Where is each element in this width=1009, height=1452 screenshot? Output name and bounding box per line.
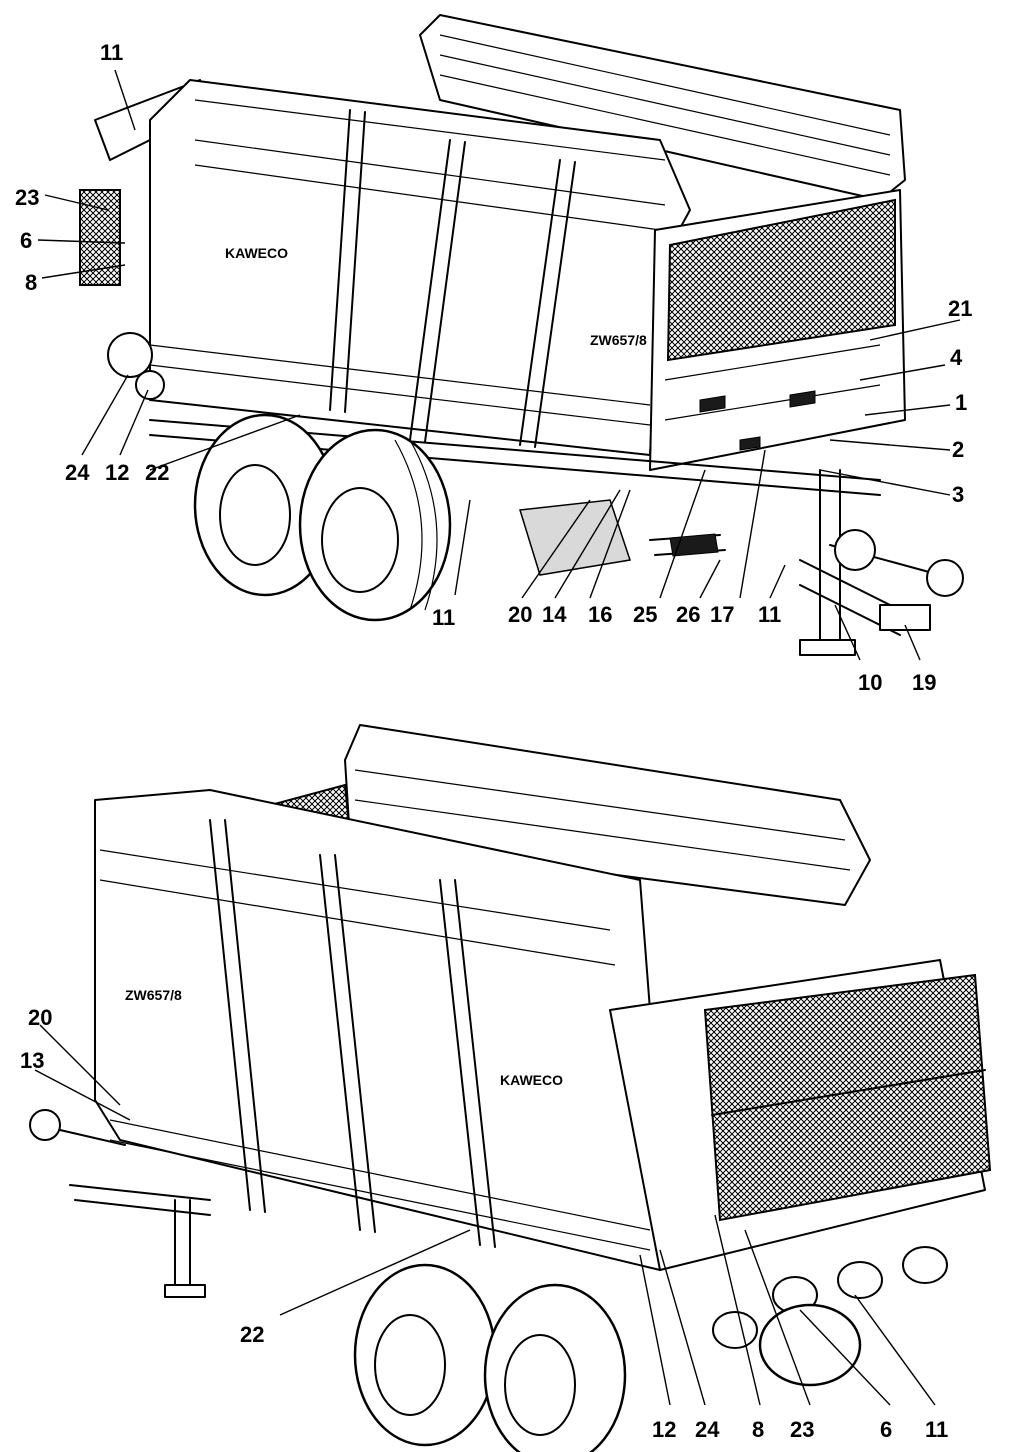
top-callout-labels: 11 23 6 8 24 12 22 11 20 14 16 25 26 17 … [15, 40, 972, 695]
top-callout-1: 1 [955, 390, 967, 415]
bottom-roller-1 [712, 1311, 758, 1349]
bottom-callout-24: 24 [695, 1417, 720, 1442]
bottom-callout-8: 8 [752, 1417, 764, 1442]
top-callout-24: 24 [65, 460, 90, 485]
top-brand-decal: KAWECO [225, 245, 288, 261]
bottom-pto-flange [29, 1109, 61, 1141]
top-callout-4: 4 [950, 345, 963, 370]
bottom-callout-labels: 20 13 22 12 24 8 23 6 11 [20, 1005, 948, 1442]
bottom-callout-11: 11 [925, 1417, 948, 1442]
top-callout-8: 8 [25, 270, 37, 295]
top-callout-20: 20 [508, 602, 532, 627]
brand-decals: KAWECO ZW657/8 KAWECO ZW657/8 [125, 245, 647, 1088]
top-callout-6: 6 [20, 228, 32, 253]
top-model-decal: ZW657/8 [590, 332, 647, 348]
bottom-roller-4 [902, 1246, 948, 1284]
top-callout-25: 25 [633, 602, 657, 627]
bottom-callout-23: 23 [790, 1417, 814, 1442]
top-callout-12: 12 [105, 460, 129, 485]
bottom-brand-decal: KAWECO [500, 1072, 563, 1088]
bottom-callout-13: 13 [20, 1048, 44, 1073]
top-callout-11-a: 11 [100, 40, 123, 65]
top-callout-11-c: 11 [758, 602, 781, 627]
top-callout-10: 10 [858, 670, 882, 695]
top-callout-3: 3 [952, 482, 964, 507]
top-leader-lines [37, 69, 961, 661]
top-callout-23: 23 [15, 185, 39, 210]
bottom-model-decal: ZW657/8 [125, 987, 182, 1003]
top-trailer-illustration [79, 14, 964, 656]
top-callout-19: 19 [912, 670, 936, 695]
bottom-callout-20: 20 [28, 1005, 52, 1030]
top-callout-22: 22 [145, 460, 169, 485]
top-callout-14: 14 [542, 602, 567, 627]
top-front-gear [107, 332, 153, 378]
bottom-roller-3 [837, 1261, 883, 1299]
bottom-trailer-illustration [29, 724, 992, 1452]
top-callout-17: 17 [710, 602, 734, 627]
top-callout-11-b: 11 [432, 605, 455, 630]
bottom-callout-22: 22 [240, 1322, 264, 1347]
top-callout-21: 21 [948, 296, 972, 321]
bottom-jack-stand-foot [164, 1284, 206, 1298]
bottom-rear-mesh-grille [703, 973, 992, 1222]
top-jack-stand-foot [799, 639, 856, 656]
top-callout-26: 26 [676, 602, 700, 627]
top-pto-flange [926, 559, 964, 597]
top-rear-mesh-grille [666, 198, 896, 362]
bottom-callout-12: 12 [652, 1417, 676, 1442]
top-callout-16: 16 [588, 602, 612, 627]
bottom-callout-6: 6 [880, 1417, 892, 1442]
bottom-leader-lines [34, 1024, 936, 1406]
top-callout-2: 2 [952, 437, 964, 462]
